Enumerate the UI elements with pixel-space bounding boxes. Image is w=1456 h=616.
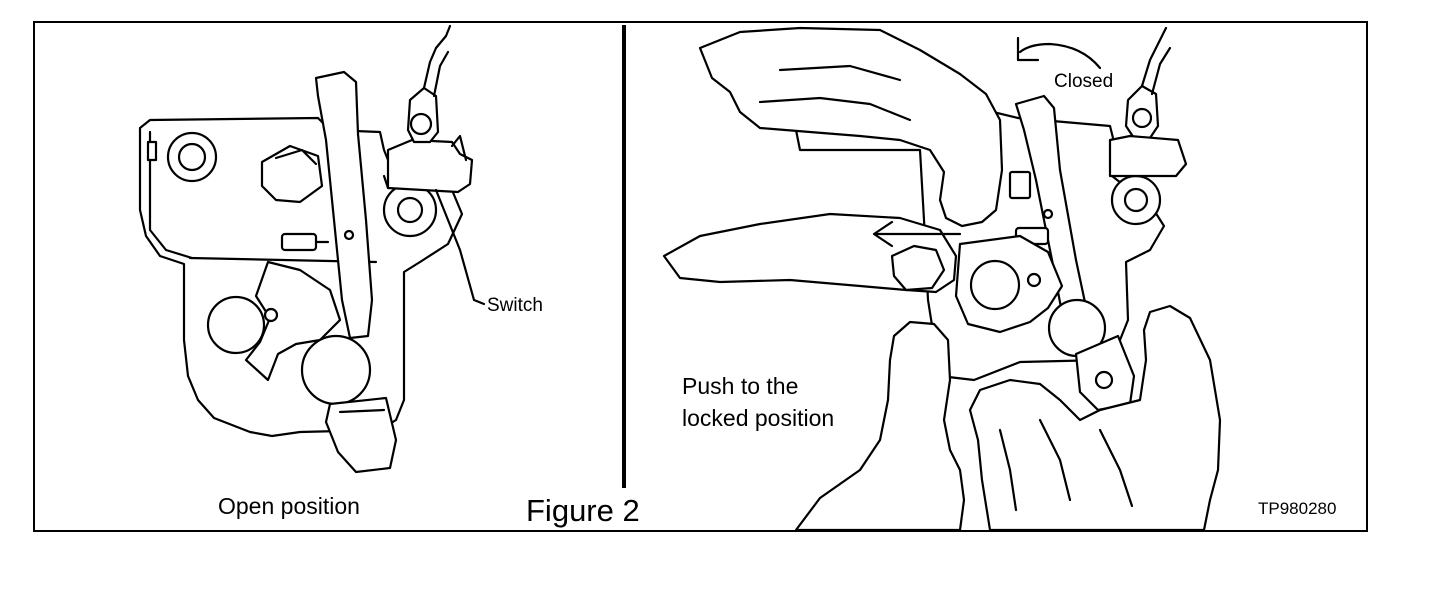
latch-open-drawing [138,24,486,474]
push-instruction: Push to the locked position [682,370,834,434]
push-instruction-line1: Push to the [682,373,799,399]
figure-frame [33,21,1368,532]
push-instruction-line2: locked position [682,405,835,431]
closed-arrow-label: Closed [1054,71,1114,92]
figure-title: Figure 2 [526,493,640,528]
latch-closed-drawing [662,26,1222,532]
switch-callout-label: Switch [487,295,543,316]
open-position-caption: Open position [218,493,360,519]
figure-code: TP980280 [1258,499,1337,518]
